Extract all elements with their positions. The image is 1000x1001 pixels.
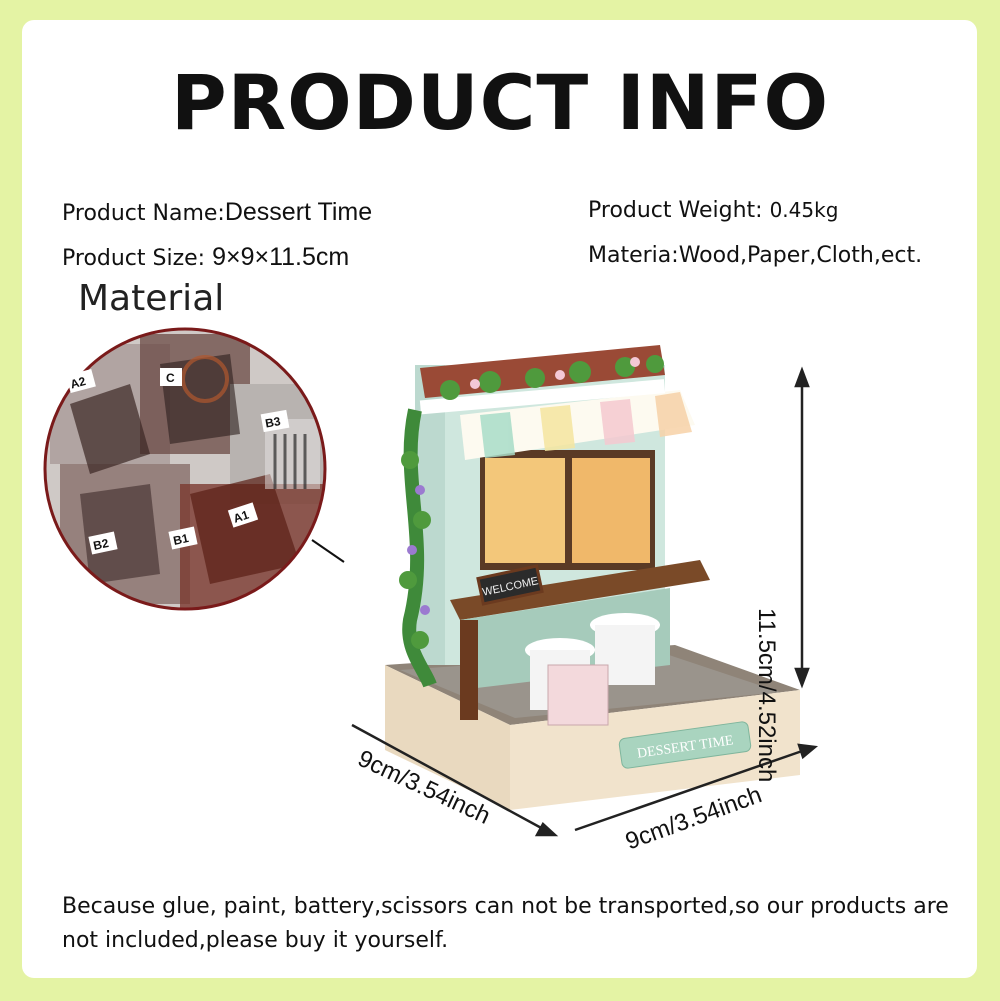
page-title: PRODUCT INFO bbox=[170, 58, 830, 147]
product-material-spec: Materia:Wood,Paper,Cloth,ect. bbox=[588, 243, 922, 268]
bag-label-c: C bbox=[166, 371, 175, 385]
bag-label-b3: B3 bbox=[264, 414, 282, 431]
product-weight-value: 0.45kg bbox=[769, 198, 839, 222]
product-size-label: Product Size: bbox=[62, 246, 213, 271]
product-size-value: 9×9×11.5cm bbox=[212, 243, 350, 271]
dessert-shop-illustration: WELCOME DESSERT TIME bbox=[351, 345, 819, 837]
product-weight-label: Product Weight: bbox=[588, 198, 770, 223]
product-material-value: Wood,Paper,Cloth,ect. bbox=[678, 243, 923, 268]
bag-label-b1: B1 bbox=[172, 531, 190, 548]
product-size-spec: Product Size: 9×9×11.5cm bbox=[62, 243, 349, 272]
product-name-value: Dessert Time bbox=[224, 198, 373, 226]
height-dimension: 11.5cm/4.52inch bbox=[753, 608, 780, 783]
bag-label-a1: A1 bbox=[232, 508, 251, 526]
material-parts-photo: A2 C B3 B2 B1 A1 bbox=[43, 327, 327, 611]
material-heading: Material bbox=[78, 278, 225, 319]
product-name-spec: Product Name:Dessert Time bbox=[62, 198, 372, 227]
product-name-label: Product Name: bbox=[62, 201, 225, 226]
product-material-label: Materia: bbox=[588, 243, 679, 268]
product-weight-spec: Product Weight: 0.45kg bbox=[588, 198, 838, 223]
shipping-note: Because glue, paint, battery,scissors ca… bbox=[62, 894, 949, 953]
pointer-line bbox=[311, 539, 345, 563]
bag-label-a2: A2 bbox=[69, 374, 88, 392]
bag-label-b2: B2 bbox=[92, 536, 110, 553]
